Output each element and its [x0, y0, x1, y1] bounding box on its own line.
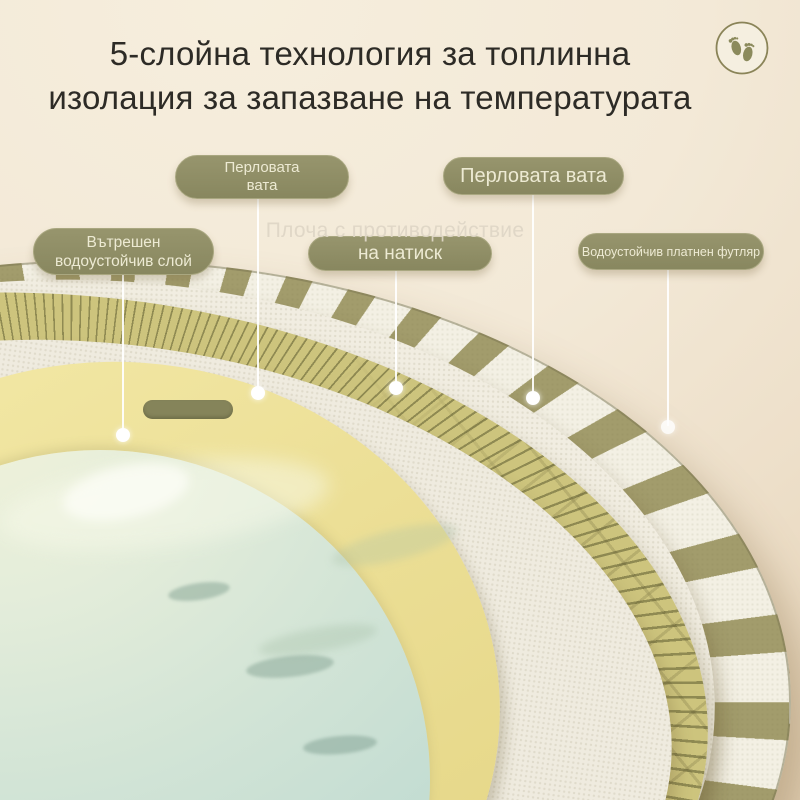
leader-dot-pearl-wool-right	[526, 391, 540, 405]
tub-handle-notch	[143, 400, 233, 419]
page-title-line2: изолация за запазване на температурата	[48, 79, 692, 116]
label-pill-outer-cover: Водоустойчив платнен футляр	[578, 233, 764, 270]
leader-line-pearl-wool-left	[257, 196, 259, 392]
label-pill-pearl-wool-left: Перловата вата	[175, 155, 349, 199]
label-text: Водоустойчив платнен футляр	[581, 244, 761, 259]
leader-dot-inner-waterproof	[116, 428, 130, 442]
label-pill-inner-waterproof: Вътрешен водоустойчив слой	[33, 228, 214, 275]
label-text: Перловата вата	[460, 164, 607, 187]
leader-dot-outer-cover	[661, 420, 675, 434]
footprints-icon	[714, 20, 770, 76]
label-text: Перловата	[224, 159, 300, 176]
label-text: на натиск	[357, 242, 443, 264]
label-text: вата	[246, 177, 278, 194]
page-title-line1: 5-слойна технология за топлинна	[109, 35, 631, 72]
leader-dot-pearl-wool-left	[251, 386, 265, 400]
page-title: 5-слойна технология за топлинна изолация…	[0, 32, 740, 120]
leader-line-outer-cover	[667, 266, 669, 426]
label-text: Вътрешен	[86, 233, 161, 251]
leader-line-pressure-plate	[395, 266, 397, 388]
label-pill-pearl-wool-right: Перловата вата	[443, 157, 624, 195]
pressure-plate-overflow-label: Плоча с противодействие	[265, 219, 525, 242]
label-text: водоустойчив слой	[55, 252, 192, 270]
leader-line-inner-waterproof	[122, 270, 124, 435]
leader-dot-pressure-plate	[389, 381, 403, 395]
label-pill-pressure-plate: на натиск	[308, 236, 492, 271]
leader-line-pearl-wool-right	[532, 192, 534, 397]
